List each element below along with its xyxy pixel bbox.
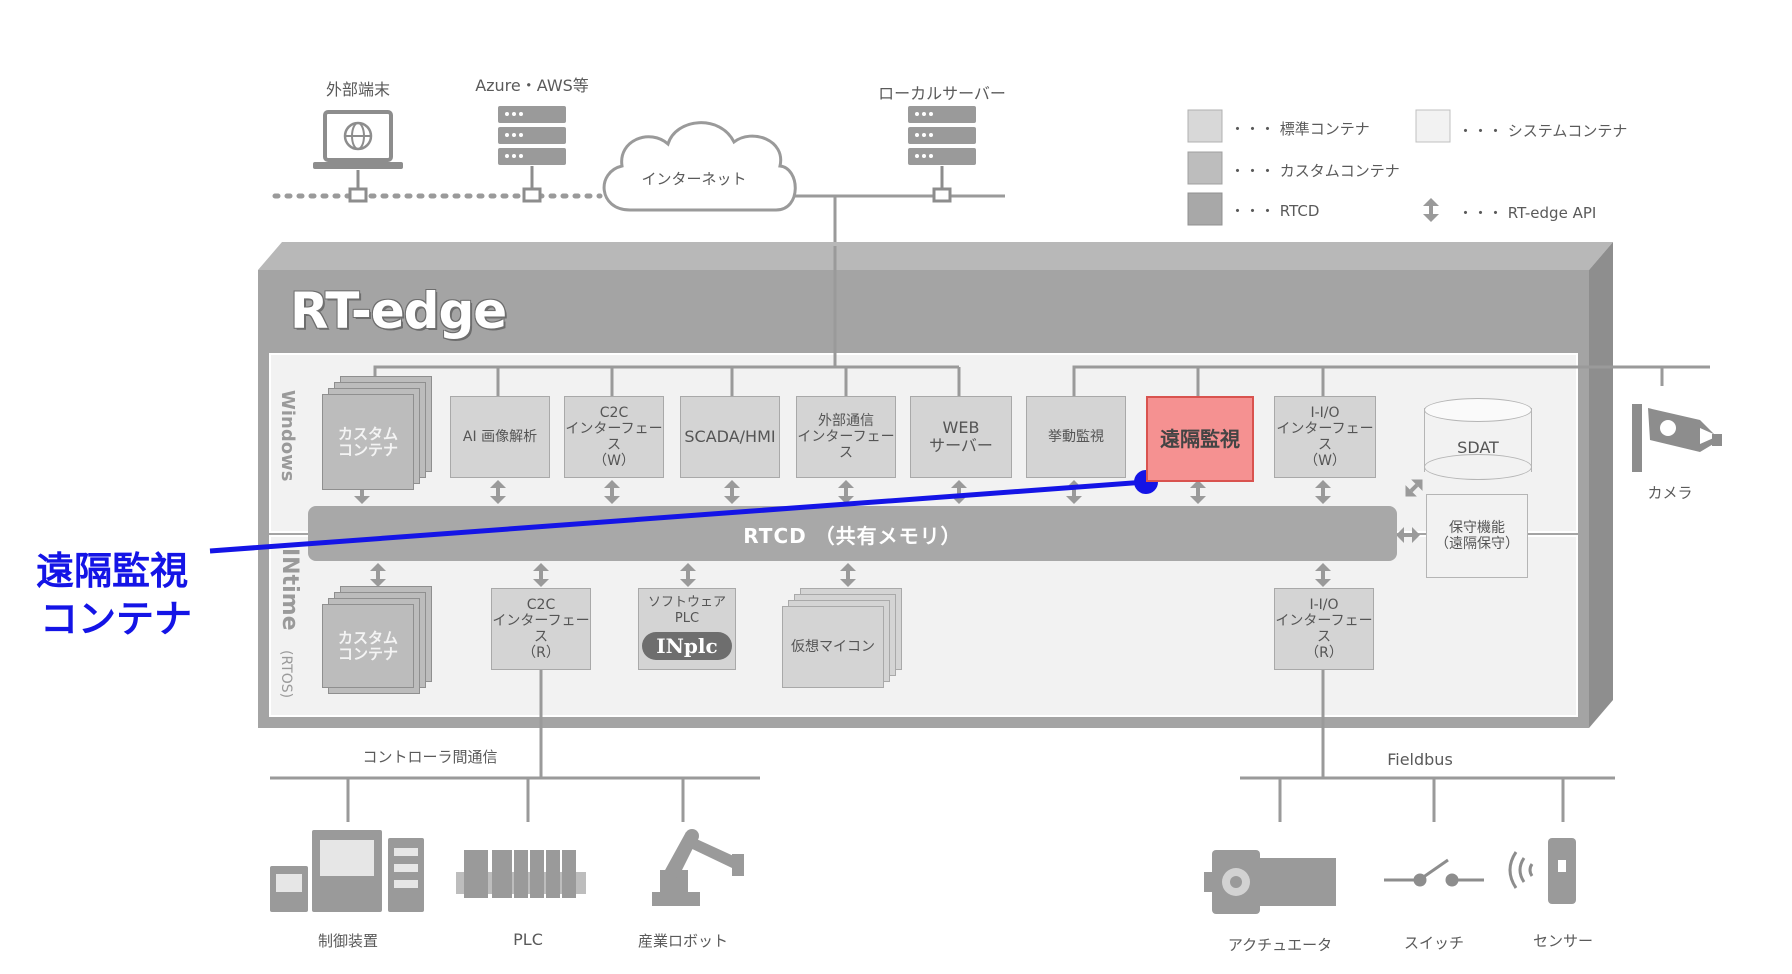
intime-custom-container: カスタム コンテナ [322,604,414,688]
device-label-sensor: センサー [1532,932,1593,950]
actuator-icon [1204,850,1336,914]
scada-hmi-container: SCADA/HMI [680,396,780,478]
external-terminal-label: 外部端末 [325,80,390,99]
intime-section-label: INtime [277,548,302,631]
controller-bus [270,670,760,822]
legend-system: ・・・ システムコンテナ [1458,122,1628,140]
behavior-monitoring-container: 挙動監視 [1026,396,1126,478]
device-label-controller: 制御装置 [317,932,378,950]
legend-custom: ・・・ カスタムコンテナ [1230,162,1400,180]
cloud-services-label: Azure・AWS等 [475,76,589,95]
camera-icon [1632,404,1722,472]
fieldbus [1240,670,1615,822]
sensor-icon [1508,838,1576,904]
external-comm-interface-container: 外部通信 インターフェース [796,396,896,478]
rtos-section-label: (RTOS) [278,650,294,699]
i-io-interface-r-container: I-I/O インターフェース （R） [1274,588,1374,670]
internet-label: インターネット [641,170,747,188]
rtcd-label: RTCD （共有メモリ） [743,524,962,548]
ai-image-analysis-container: AI 画像解析 [450,396,550,478]
controller-bus-label: コントローラ間通信 [362,748,498,766]
i-io-interface-w-container: I-I/O インターフェース （W） [1274,396,1376,478]
robot-arm-icon [652,829,744,906]
web-server-container: WEB サーバー [910,396,1012,478]
device-label-robot: 産業ロボット [637,932,728,950]
legend-api: ・・・ RT-edge API [1458,204,1597,222]
remote-monitoring-container[interactable]: 遠隔監視 [1146,396,1254,482]
cloud-server-icon [498,106,566,203]
top-network-line [272,193,1005,246]
callout-label-line1: 遠隔監視 [36,549,189,593]
sdat-container: SDAT [1424,398,1532,482]
device-label-plc: PLC [513,930,543,949]
callout-label-line2: コンテナ [40,597,193,641]
internet-cloud-icon [602,121,797,212]
legend-rtcd: ・・・ RTCD [1230,202,1320,220]
windows-custom-container: カスタム コンテナ [322,394,414,490]
legend-standard: ・・・ 標準コンテナ [1230,120,1370,138]
switch-icon [1384,858,1484,887]
device-label-switch: スイッチ [1403,934,1464,952]
platform-title: RT-edge [290,282,507,340]
sdat-label: SDAT [1457,438,1499,457]
rtcd-bar [308,506,1397,561]
plc-icon [456,850,586,898]
controller-device-icon [270,830,424,912]
local-server-icon [908,106,976,203]
legend-swatches [1187,109,1451,226]
maintenance-container: 保守機能 （遠隔保守） [1426,494,1528,578]
virtual-microcontroller-container: 仮想マイコン [782,606,884,688]
laptop-icon [313,110,403,203]
camera-label: カメラ [1647,484,1693,502]
c2c-interface-w-container: C2C インターフェース （W） [564,396,664,478]
c2c-interface-r-container: C2C インターフェース （R） [491,588,591,670]
device-label-actuator: アクチュエータ [1227,936,1333,954]
windows-connection-lines [373,246,1710,396]
fieldbus-label: Fieldbus [1387,750,1453,769]
inplc-logo: INplc [642,632,732,660]
windows-section-label: Windows [277,390,298,482]
local-server-label: ローカルサーバー [878,84,1006,103]
